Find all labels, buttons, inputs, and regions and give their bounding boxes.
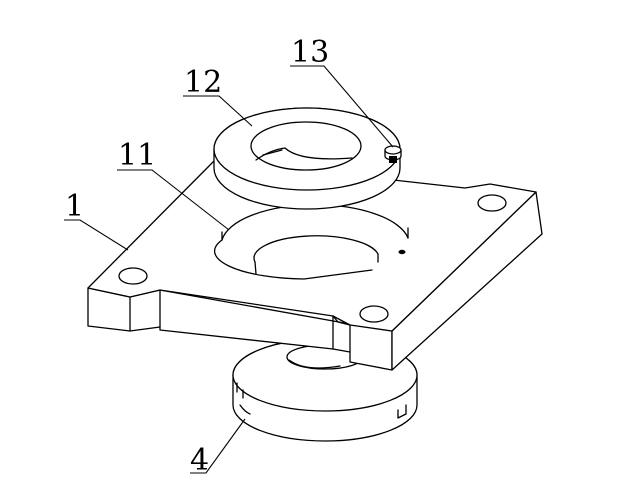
label-part-11: 11: [118, 138, 156, 173]
label-part-1: 1: [65, 189, 84, 224]
part-13-pin: [384, 145, 402, 163]
label-part-4: 4: [190, 443, 209, 478]
part-12-upper-ring: [213, 107, 401, 210]
part-1-base-plate: [87, 159, 543, 371]
leader-lines: [64, 65, 394, 474]
label-part-13: 13: [291, 35, 329, 70]
label-part-12: 12: [184, 65, 222, 100]
